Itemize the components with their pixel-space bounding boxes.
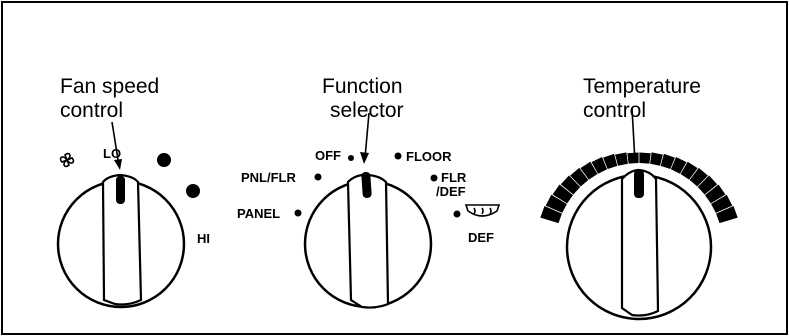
fan-leader-line [111, 121, 120, 167]
position-pnl-flr-dot [314, 173, 322, 181]
temperature-scale-segment [615, 152, 628, 166]
temperature-scale-segment [545, 194, 567, 213]
temperature-scale-segment [580, 161, 598, 180]
temperature-scale-segment [570, 167, 589, 187]
fan-lo-label: LO [103, 146, 121, 161]
temperature-scale-segment [560, 175, 581, 195]
temperature-scale-segment [650, 152, 663, 166]
temperature-scale [540, 152, 738, 224]
function-leader-arrowhead [360, 152, 369, 164]
function-leader-line [364, 112, 370, 159]
position-floor-dot [394, 152, 402, 160]
position-panel-dot [294, 209, 302, 217]
position-panel-label: PANEL [237, 206, 280, 221]
temperature-control[interactable]: Temperature control [540, 75, 738, 321]
position-flr-def-label-line1: FLR [441, 170, 467, 185]
temperature-scale-segment [591, 157, 608, 174]
position-flr-def-label-line2: /DEF [436, 184, 466, 199]
position-def-dot [453, 210, 461, 218]
function-knob-indicator [361, 171, 372, 198]
temperature-scale-segment [670, 157, 687, 174]
fan-title-line1: Fan speed [60, 75, 159, 98]
temperature-scale-segment [627, 152, 639, 164]
fan-icon [59, 152, 75, 168]
temperature-title-line2: control [583, 99, 646, 122]
fan-hi-label: HI [197, 231, 210, 246]
temperature-scale-segment [660, 153, 675, 169]
fan-speed-control[interactable]: Fan speed control LO HI [56, 75, 210, 309]
fan-title-line2: control [60, 99, 123, 122]
temperature-scale-segment [697, 175, 718, 195]
position-off-label: OFF [315, 148, 341, 163]
function-title-line1: Function [322, 75, 403, 98]
position-off-dot [348, 155, 354, 161]
temperature-scale-segment [705, 184, 726, 204]
defrost-icon [464, 204, 501, 217]
position-flr-def-dot [430, 174, 438, 182]
fan-knob-indicator [116, 176, 125, 204]
temperature-scale-segment [711, 194, 733, 213]
fan-leader-arrowhead [114, 159, 122, 170]
fan-speed-dot-3 [186, 184, 200, 198]
position-floor-label: FLOOR [406, 149, 452, 164]
temperature-title-line1: Temperature [583, 75, 701, 98]
function-knob-grip[interactable] [346, 173, 390, 309]
temperature-scale-segment [680, 161, 698, 180]
function-title-line2: selector [330, 99, 404, 122]
temperature-scale-segment [689, 167, 708, 187]
temperature-knob-grip[interactable] [620, 168, 660, 317]
fan-speed-dot-2 [157, 153, 171, 167]
temperature-scale-segment [552, 184, 573, 204]
temperature-scale-segment [639, 152, 651, 164]
temperature-scale-segment [716, 206, 738, 224]
temperature-scale-segment [540, 206, 562, 224]
temperature-knob-indicator [634, 170, 644, 198]
position-pnl-flr-label: PNL/FLR [241, 170, 296, 185]
position-def-label: DEF [468, 230, 494, 245]
temperature-scale-segment [603, 153, 618, 169]
function-selector[interactable]: Function selector OFF FLOOR PNL/FLR FLR … [237, 75, 501, 309]
fan-knob-grip[interactable] [101, 173, 143, 306]
